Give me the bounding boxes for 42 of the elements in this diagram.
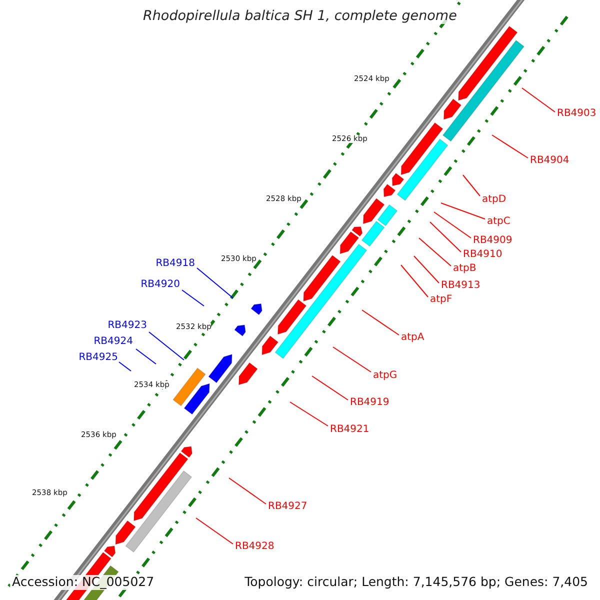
gene-label: RB4919	[350, 398, 390, 408]
gene-label: RB4909	[473, 236, 512, 246]
leader-line	[400, 264, 428, 298]
gene-label: RB4924	[94, 337, 133, 347]
leader-line	[228, 478, 266, 504]
leader-line	[136, 348, 156, 364]
gene-label: RB4903	[557, 109, 596, 119]
leader-line	[414, 256, 440, 284]
leader-line	[196, 518, 234, 544]
leader-line	[118, 362, 132, 372]
gene-label: RB4923	[108, 321, 147, 331]
summary-text: Topology: circular; Length: 7,145,576 bp; Genes: 7,405	[242, 575, 590, 590]
leader-line	[492, 134, 528, 158]
gene-label: RB4925	[78, 353, 118, 363]
gene-label: RB4920	[140, 280, 180, 290]
leader-line	[430, 222, 462, 252]
gene-label: RB4904	[530, 156, 570, 166]
gene-label: RB4927	[268, 502, 308, 512]
gene-label: RB4910	[463, 250, 502, 260]
leader-line	[440, 202, 486, 220]
gene-label: RB4921	[330, 425, 370, 435]
leader-line	[182, 290, 204, 306]
gene-label: atpC	[487, 217, 510, 227]
leader-line	[462, 174, 480, 196]
leader-line	[522, 88, 556, 112]
leader-line	[434, 212, 472, 238]
gene-label: atpA	[401, 333, 424, 343]
gene-label: RB4913	[441, 281, 480, 291]
gene-label: RB4918	[156, 259, 195, 269]
gene-label: RB4928	[235, 542, 274, 552]
gene-label: atpD	[482, 195, 506, 205]
gene-label: atpB	[453, 264, 476, 274]
leader-line	[362, 310, 400, 336]
leader-line	[332, 346, 372, 372]
title: Rhodopirellula baltica SH 1, complete genome	[143, 10, 457, 24]
leader-line	[290, 402, 328, 426]
gene-label: atpG	[373, 371, 398, 381]
leader-line	[418, 238, 452, 266]
leader-line	[312, 376, 348, 400]
leader-line	[148, 332, 184, 360]
leader-line	[196, 268, 234, 298]
gene-label: atpF	[430, 295, 452, 305]
